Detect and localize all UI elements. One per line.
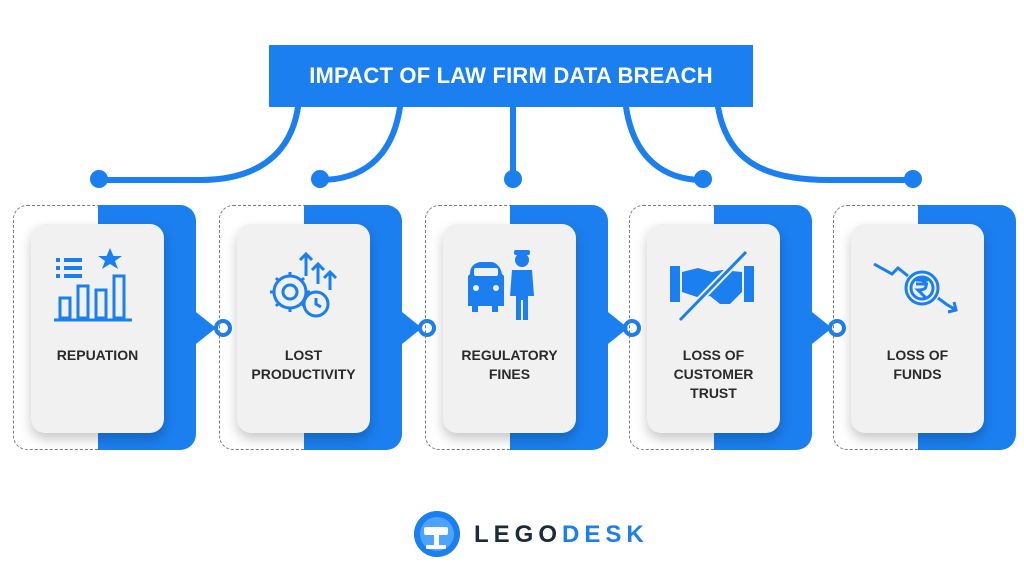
dashed-frame bbox=[425, 205, 565, 450]
card: LOST PRODUCTIVITY bbox=[237, 224, 370, 433]
connector-dot bbox=[90, 170, 108, 188]
impact-card-reputation: REPUATION bbox=[13, 205, 216, 450]
connector-dot bbox=[694, 170, 712, 188]
car-police-officer-icon bbox=[468, 250, 534, 320]
connector-dot bbox=[504, 170, 522, 188]
dashed-frame bbox=[219, 205, 359, 450]
dashed-frame bbox=[833, 205, 973, 450]
card: REGULATORY FINES bbox=[443, 224, 576, 433]
impact-card-customer-trust: LOSS OF CUSTOMER TRUST bbox=[629, 205, 832, 450]
arrow-notch bbox=[196, 312, 216, 344]
card: LOSS OF FUNDS bbox=[851, 224, 984, 433]
card-label: LOST PRODUCTIVITY bbox=[251, 347, 356, 382]
impact-card-lost-productivity: LOST PRODUCTIVITY bbox=[219, 205, 422, 450]
dashed-frame bbox=[629, 205, 769, 450]
gavel-icon bbox=[414, 511, 460, 557]
card: REPUATION bbox=[31, 224, 164, 433]
rupee-down-arrow-icon bbox=[873, 262, 958, 314]
card: LOSS OF CUSTOMER TRUST bbox=[647, 224, 780, 433]
arrow-notch bbox=[608, 312, 628, 344]
page-title: IMPACT OF LAW FIRM DATA BREACH bbox=[309, 63, 713, 88]
logo-part-desk: DESK bbox=[562, 521, 649, 548]
logo-wordmark: LEGODESK bbox=[474, 521, 649, 549]
title-banner: IMPACT OF LAW FIRM DATA BREACH bbox=[269, 45, 753, 107]
arrow-notch bbox=[402, 312, 422, 344]
card-label: LOSS OF CUSTOMER TRUST bbox=[673, 347, 754, 401]
connector-dot bbox=[904, 170, 922, 188]
broken-handshake-icon bbox=[670, 249, 754, 323]
impact-card-regulatory-fines: REGULATORY FINES bbox=[425, 205, 628, 450]
card-label: LOSS OF FUNDS bbox=[886, 347, 949, 382]
legodesk-logo: LEGODESK bbox=[414, 511, 644, 559]
gear-arrows-clock-icon bbox=[270, 251, 338, 318]
dashed-frame bbox=[13, 205, 153, 450]
card-label: REPUATION bbox=[56, 347, 139, 363]
bar-chart-star-icon bbox=[54, 248, 132, 322]
card-label: REGULATORY FINES bbox=[461, 347, 558, 382]
impact-card-loss-of-funds: LOSS OF FUNDS bbox=[833, 205, 1016, 450]
logo-part-lego: LEGO bbox=[474, 521, 563, 548]
arrow-notch bbox=[812, 312, 832, 344]
connector-dot bbox=[311, 170, 329, 188]
